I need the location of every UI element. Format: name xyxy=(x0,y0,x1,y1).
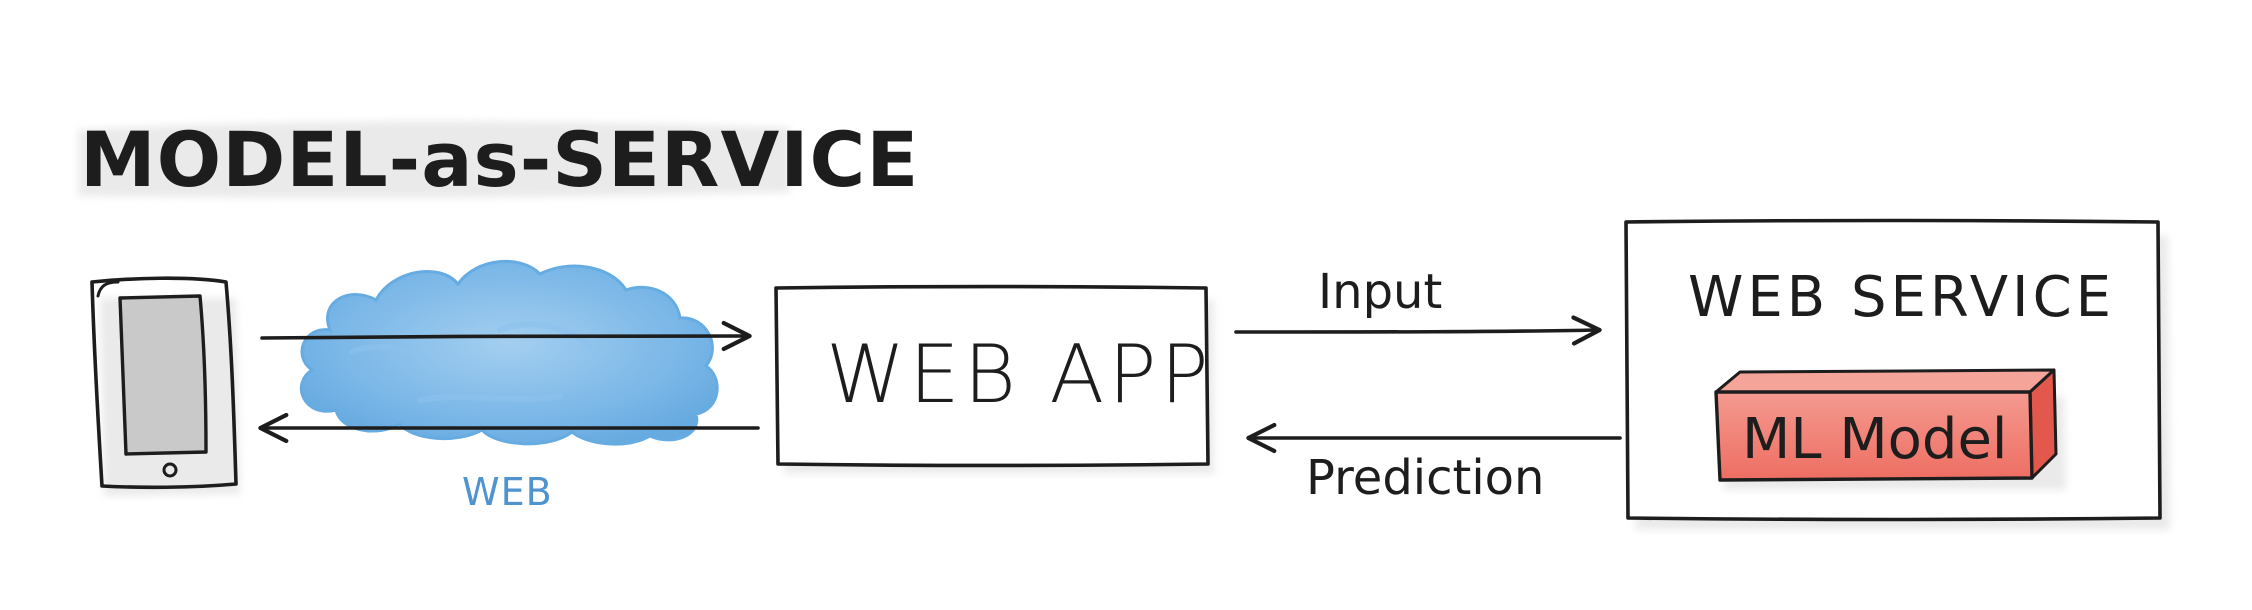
input-flow: Input xyxy=(1234,264,1602,346)
input-label: Input xyxy=(1318,264,1442,320)
web-app-label: WEB APP xyxy=(826,328,1213,421)
cloud-label: WEB xyxy=(462,470,553,514)
prediction-label: Prediction xyxy=(1306,450,1544,506)
cloud-texture xyxy=(349,321,593,403)
web-service-box: WEB SERVICE ML Model xyxy=(1624,218,2170,530)
cloud-shape xyxy=(299,259,719,446)
input-arrow xyxy=(1234,315,1602,346)
page-title: MODEL-as-SERVICE xyxy=(80,115,919,204)
web-app-frame xyxy=(774,284,1210,468)
page-title-group: MODEL-as-SERVICE xyxy=(78,115,919,204)
title-shadow xyxy=(78,121,790,198)
smartphone-home-button xyxy=(162,462,178,478)
ml-model-front-face xyxy=(1714,390,2034,482)
smartphone-body xyxy=(90,276,238,490)
smartphone-screen xyxy=(118,294,208,456)
ml-model-block: ML Model xyxy=(1714,368,2066,490)
web-app-box: WEB APP xyxy=(774,284,1214,474)
cloud-icon: WEB xyxy=(299,259,719,514)
request-arrow xyxy=(260,320,752,352)
prediction-flow: Prediction xyxy=(1246,422,1622,506)
ml-model-label: ML Model xyxy=(1742,407,2007,472)
ml-model-top-face xyxy=(1714,368,2056,394)
web-service-label: WEB SERVICE xyxy=(1688,265,2115,330)
smartphone-icon xyxy=(90,276,240,496)
smartphone-edge xyxy=(96,280,120,298)
